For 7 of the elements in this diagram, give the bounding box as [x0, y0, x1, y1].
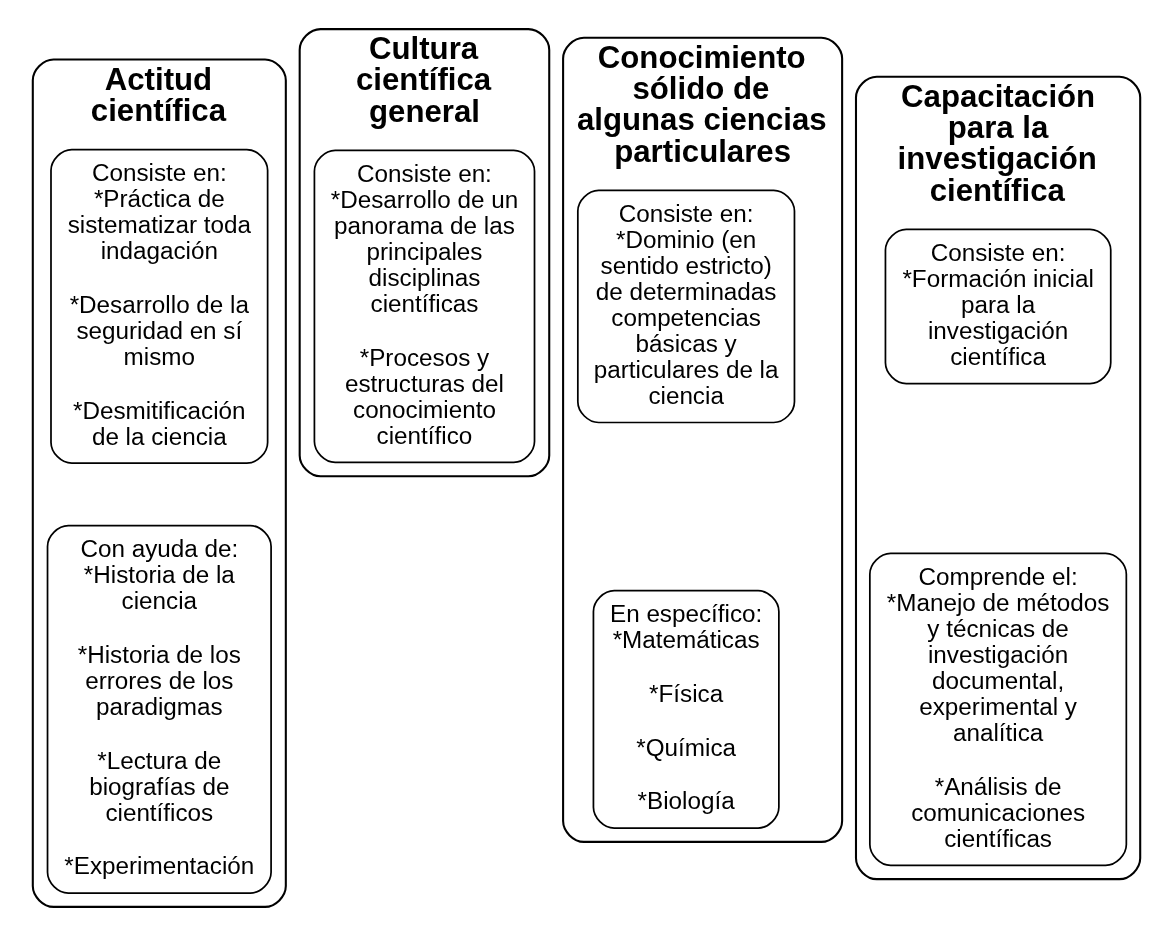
node-box: Consiste en: *Desarrollo de un panorama de las principales disciplinas científicas *Procesos y estructuras del conocimiento científico — [313, 149, 536, 464]
node-box: Consiste en: *Práctica de sistematizar toda indagación *Desarrollo de la seguridad en sí mismo *Desmitificación de la ciencia — [50, 148, 269, 465]
node-box: Con ayuda de: *Historia de la ciencia *Historia de los errores de los paradigmas *Lectura de biografías de científicos *Experimentación — [46, 524, 272, 894]
node-box: En específico: *Matemáticas *Física *Química *Biología — [592, 589, 780, 829]
node-box: Comprende el: *Manejo de métodos y técnicas de investigación documental, experimental y analítica *Análisis de comunicaciones científicas — [869, 552, 1128, 867]
node-box: Consiste en: *Formación inicial para la investigación científica — [884, 228, 1112, 385]
node-box: Consiste en: *Dominio (en sentido estricto) de determinadas competencias básicas y particulares de la ciencia — [576, 189, 796, 424]
